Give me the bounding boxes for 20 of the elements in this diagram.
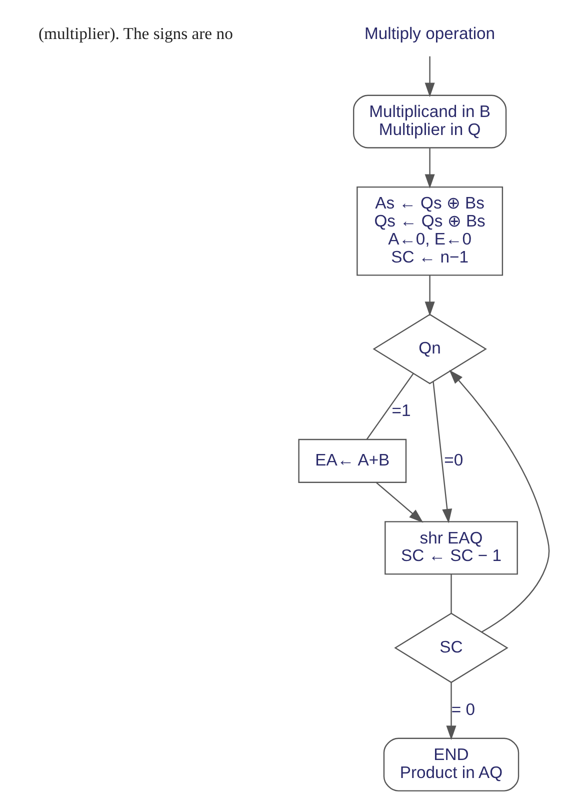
node-box: shr EAQ SC ← SC − 1 (384, 521, 518, 575)
edge-label: =0 (444, 450, 464, 470)
arrow (424, 56, 435, 98)
label: (multiplier). The signs are no (38, 24, 233, 44)
node-box: END Product in AQ (383, 738, 520, 792)
node-text: Multiply operation (364, 24, 496, 44)
arrow (424, 275, 435, 316)
node-box: EA← A+B (298, 438, 407, 483)
arrow (446, 682, 456, 740)
connector (450, 574, 452, 614)
arrow (376, 482, 424, 523)
edge-label: = 0 (451, 700, 475, 719)
edge-label: =1 (392, 400, 411, 420)
arrow (449, 370, 550, 633)
connector (366, 373, 414, 440)
arrow (424, 148, 435, 188)
node-box: As ← Qs ⊕ Bs Qs ← Qs ⊕ Bs A←0, E←0 SC ← n−1 (356, 186, 504, 276)
arrow (432, 382, 452, 524)
node-box: Multiplicand in B Multiplier in Q (353, 94, 507, 148)
node-diamond: SC (394, 612, 508, 684)
